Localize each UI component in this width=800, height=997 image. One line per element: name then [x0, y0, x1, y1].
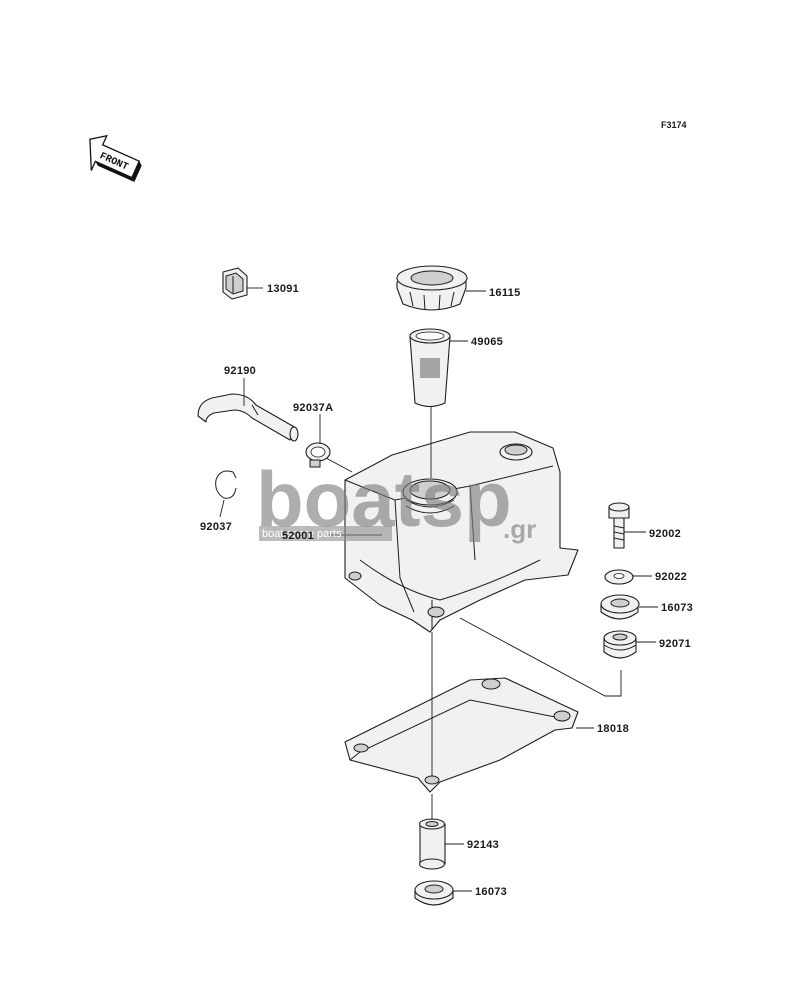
part-label: 52001: [282, 530, 314, 542]
part-label: 13091: [267, 283, 299, 295]
hose-92190-icon: [197, 393, 299, 442]
part-label: 92071: [659, 638, 691, 650]
part-label: 92037A: [293, 402, 333, 414]
wire-clamp-92037-icon: [215, 470, 237, 499]
hose-clamp-92037a-icon: [305, 442, 331, 468]
front-arrow-icon: FRONT: [89, 134, 142, 182]
part-label: 49065: [471, 336, 503, 348]
part-label: 92190: [224, 365, 256, 377]
part-label: 92143: [467, 839, 499, 851]
watermark-logo: boatsp .gr boat spare parts: [256, 455, 536, 544]
grommet-16073-lower-icon: [414, 880, 454, 906]
fuel-cap-16115-icon: [396, 265, 468, 311]
part-label: 16073: [661, 602, 693, 614]
grommet-16073-icon: [600, 594, 640, 620]
washer-92022-icon: [604, 569, 634, 585]
part-label: 16073: [475, 886, 507, 898]
part-label: 16115: [489, 287, 520, 299]
part-labels: 13091 16115 49065 92190 92037A 92037 520…: [200, 283, 693, 898]
bolt-92002-icon: [608, 502, 630, 549]
fuel-tank-52001-icon: [344, 431, 579, 633]
clip-13091-icon: [222, 267, 248, 300]
part-label: 18018: [597, 723, 629, 735]
assembly-lines: [325, 406, 622, 820]
part-label: 92002: [649, 528, 681, 540]
damper-92071-icon: [603, 630, 637, 659]
collar-92143-icon: [418, 818, 446, 870]
part-label: 92022: [655, 571, 687, 583]
watermark-tagline: boat spare parts: [262, 528, 342, 540]
bottom-plate-18018-icon: [344, 677, 579, 793]
fuel-strainer-49065-icon: [409, 328, 451, 408]
part-label: 92037: [200, 521, 232, 533]
figure-code: F3174: [661, 120, 687, 130]
watermark-tld: .gr: [503, 514, 536, 544]
